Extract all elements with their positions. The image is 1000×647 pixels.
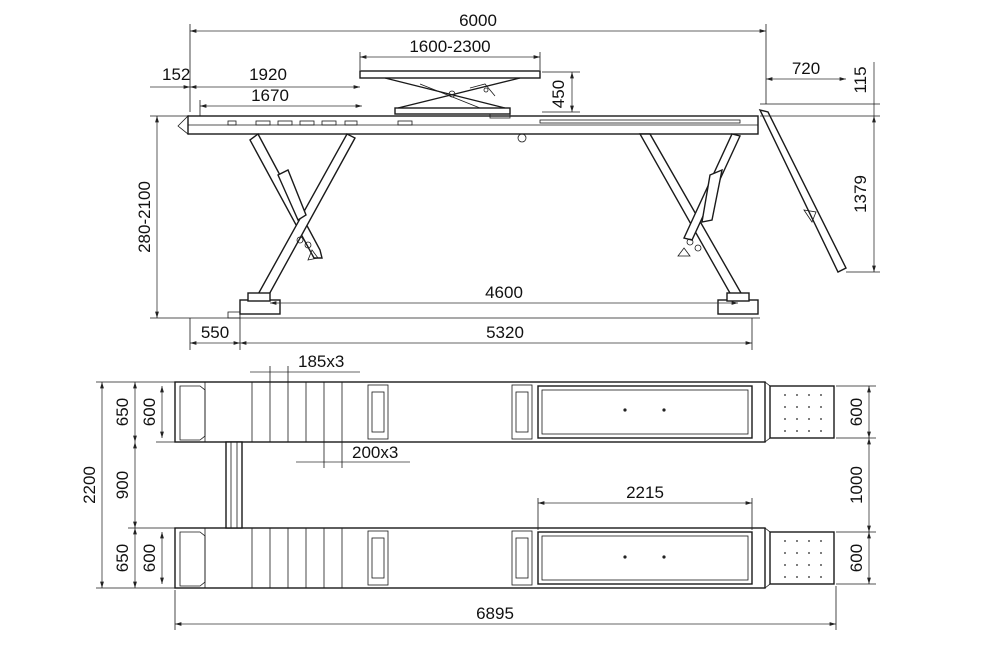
dim-1920: 1920 [190,65,360,89]
dim-650-bottom-label: 650 [113,544,132,572]
dim-720-label: 720 [792,59,820,78]
dim-4600-label: 4600 [485,283,523,302]
turn-plate-top [537,385,753,439]
ramp-top-view-upper [769,385,835,439]
turn-plate-bottom [537,531,753,585]
dim-900-label: 900 [113,471,132,499]
top-view: 185x3 200x3 2215 6895 2200 [80,352,876,630]
dim-650-bottom: 650 [113,528,137,588]
dim-200x3: 200x3 [296,442,410,468]
dim-720: 720 [766,59,846,81]
dim-ramp-1000: 1000 [836,438,876,533]
dim-115-label: 115 [851,66,870,93]
dim-2200: 2200 [80,381,175,589]
dim-280-2100-label: 280-2100 [135,181,154,253]
dim-550: 550 [189,318,241,350]
dim-650-top-label: 650 [113,398,132,426]
platform-slots [227,119,741,126]
dim-ramp-600-top: 600 [836,385,876,439]
dim-185x3-label: 185x3 [298,352,344,371]
dim-1670: 1670 [199,86,362,116]
dim-2215-label: 2215 [626,483,664,502]
dim-200x3-label: 200x3 [352,443,398,462]
left-scissor [227,132,356,319]
dim-600-bottom-label: 600 [140,544,159,572]
dim-1379-label: 1379 [851,175,870,213]
dim-450: 450 [542,71,580,113]
dim-152-label: 152 [162,65,190,84]
dim-5320-label: 5320 [486,323,524,342]
cross-beam [225,441,243,529]
dim-2215: 2215 [537,483,753,530]
dim-6895-label: 6895 [476,604,514,623]
ramp [758,108,847,273]
dim-ramp-1000-label: 1000 [847,466,866,504]
dim-ramp-600-bottom: 600 [836,532,876,585]
dim-600-top-label: 600 [140,398,159,426]
dim-1600-2300-label: 1600-2300 [409,37,490,56]
dim-1920-label: 1920 [249,65,287,84]
side-view: 6000 1600-2300 152 1920 1670 [135,11,880,350]
dim-450-label: 450 [549,80,568,108]
dim-1670-label: 1670 [251,86,289,105]
dim-5320: 5320 [240,318,753,350]
dim-1379: 1379 [846,116,880,273]
dim-900: 900 [113,442,175,529]
dim-2200-label: 2200 [80,466,99,504]
dim-550-label: 550 [201,323,229,342]
dim-185x3: 185x3 [250,352,360,382]
dim-4600: 4600 [270,283,738,305]
dim-ramp-600-top-label: 600 [847,398,866,426]
dim-600-bottom: 600 [140,532,164,584]
dim-115: 115 [760,62,880,117]
dim-6000-label: 6000 [459,11,497,30]
dim-6000: 6000 [189,11,767,112]
dim-ramp-600-bottom-label: 600 [847,544,866,572]
dim-650-top: 650 [113,382,137,442]
rail-bottom [174,527,771,589]
dim-280-2100: 280-2100 [135,115,188,319]
dim-1600-2300: 1600-2300 [359,37,541,70]
right-scissor [638,133,759,315]
dim-6895: 6895 [174,586,837,630]
rail-top [174,381,771,443]
dim-152: 152 [150,65,190,89]
ramp-top-view-lower [769,531,835,585]
jacking-beam [359,70,541,115]
dim-600-top: 600 [140,386,175,443]
